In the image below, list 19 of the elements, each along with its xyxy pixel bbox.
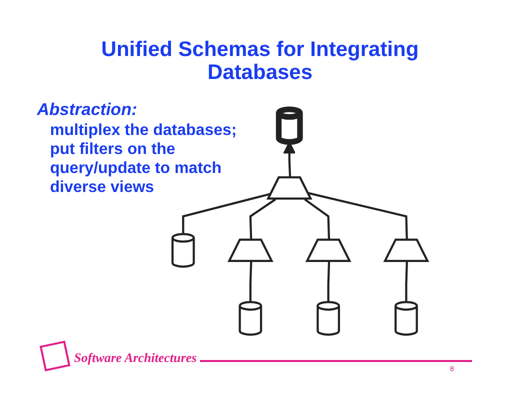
heading-text: Abstraction: [37, 100, 138, 120]
node-arch [227, 238, 274, 262]
node-cylinder [394, 300, 418, 336]
node-arch [266, 176, 312, 200]
slide-title: Unified Schemas for Integrating Databases [100, 38, 420, 84]
node-cylinder [316, 300, 340, 336]
node-cylinder [171, 232, 195, 268]
connector [308, 192, 408, 240]
connector [249, 262, 252, 302]
node-cylinder [276, 106, 303, 145]
node-cylinder [238, 300, 262, 336]
description-text: multiplex the databases; put filters on the query/update to match diverse views [50, 121, 238, 197]
node-arch [383, 238, 430, 262]
node-arch [305, 238, 352, 262]
connector [304, 198, 330, 240]
footer-text: Software Architectures [74, 350, 197, 366]
connector [405, 262, 408, 302]
connector [182, 192, 272, 234]
connector [327, 262, 330, 302]
